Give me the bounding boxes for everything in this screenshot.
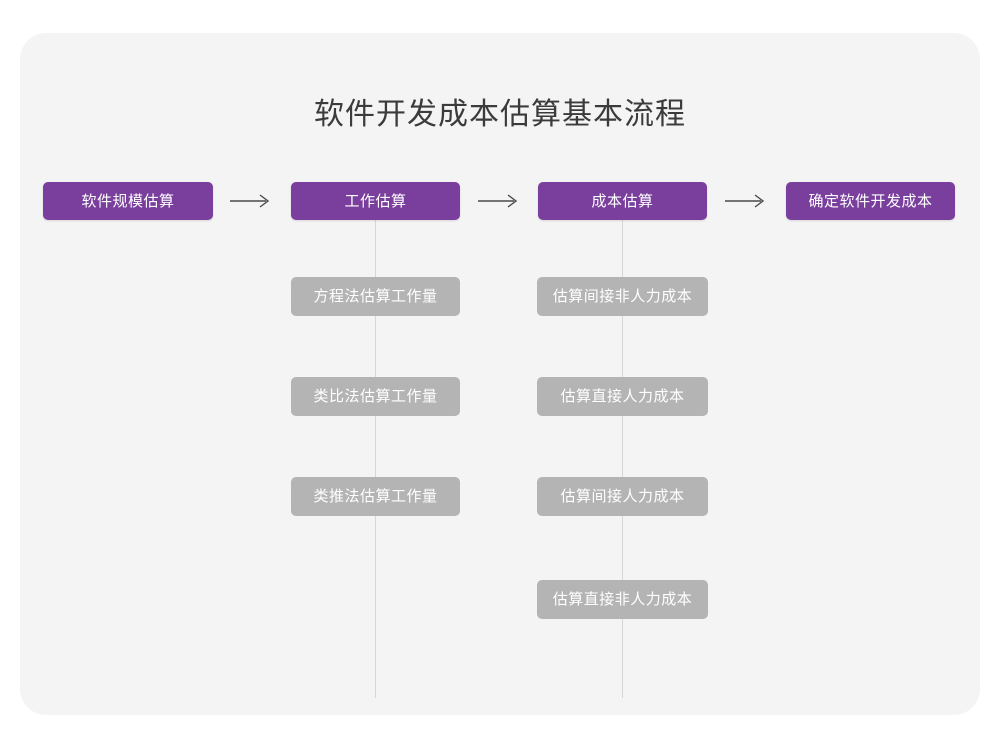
arrow-stage-3-to-4 [725,191,769,211]
substep-node-3-3[interactable]: 估算间接人力成本 [537,477,708,516]
connector-line-stage-2 [375,218,376,698]
connector-line-stage-3 [622,218,623,698]
stage-node-4[interactable]: 确定软件开发成本 [786,182,955,220]
page-title: 软件开发成本估算基本流程 [314,97,686,132]
stage-node-3[interactable]: 成本估算 [538,182,707,220]
stage-node-2[interactable]: 工作估算 [291,182,460,220]
arrow-stage-1-to-2 [230,191,274,211]
substep-node-2-2[interactable]: 类比法估算工作量 [291,377,460,416]
substep-node-3-2[interactable]: 估算直接人力成本 [537,377,708,416]
substep-node-3-1[interactable]: 估算间接非人力成本 [537,277,708,316]
substep-node-2-3[interactable]: 类推法估算工作量 [291,477,460,516]
arrow-stage-2-to-3 [478,191,522,211]
substep-node-2-1[interactable]: 方程法估算工作量 [291,277,460,316]
stage-node-1[interactable]: 软件规模估算 [43,182,213,220]
substep-node-3-4[interactable]: 估算直接非人力成本 [537,580,708,619]
diagram-card [20,33,980,715]
